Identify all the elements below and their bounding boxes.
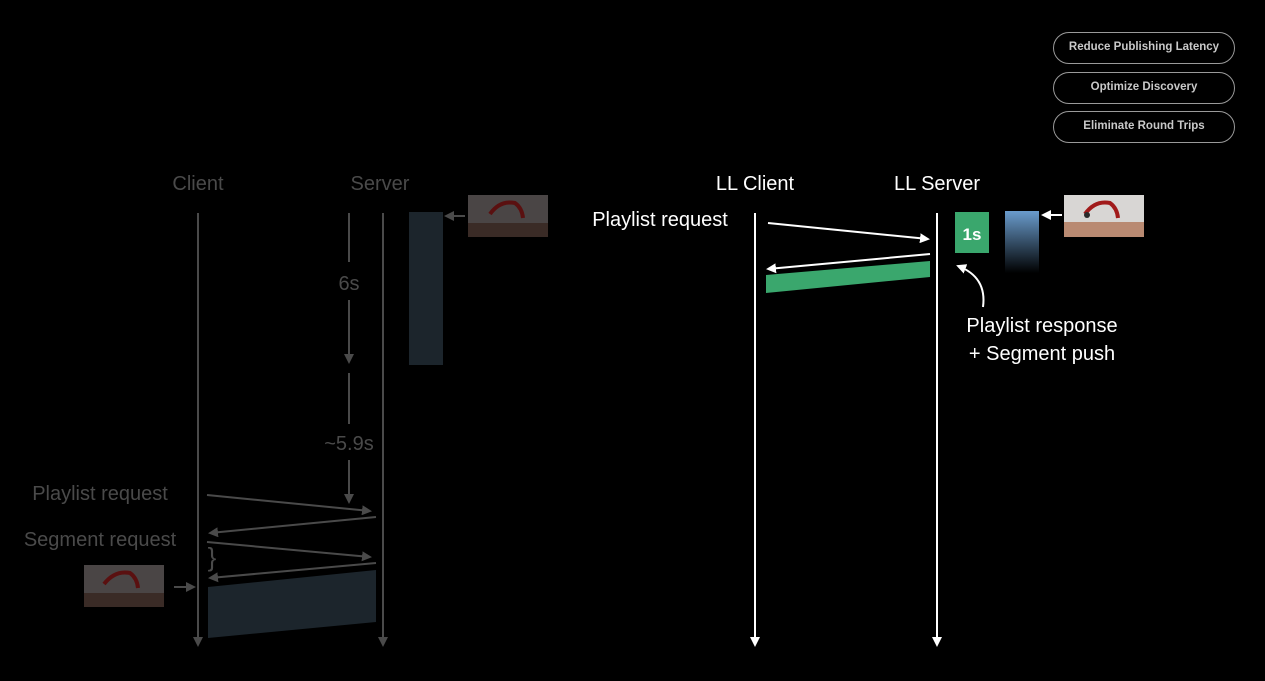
server-label: Server (351, 173, 410, 195)
playlist-response-label: Playlist response (966, 315, 1117, 337)
ll-playlist-request-label: Playlist request (592, 209, 728, 231)
legacy-diagram: Client Server 6s ~5.9s Playlist request … (24, 173, 548, 647)
response-callout-arrow (956, 264, 985, 308)
video-thumbnail-client (84, 565, 164, 607)
segment-push-label: + Segment push (969, 343, 1115, 365)
reduce-publishing-latency-pill: Reduce Publishing Latency (1053, 32, 1235, 64)
part-duration-label: 1s (963, 225, 982, 244)
segment-request-arrow (206, 541, 372, 562)
ll-segment-block (1005, 211, 1039, 273)
playlist-response-arrow (208, 516, 377, 538)
segment-response-arrow (208, 562, 377, 583)
ll-segment-push-band (766, 261, 930, 293)
ll-playlist-request-arrow (767, 222, 930, 244)
interval-1-label: 6s (338, 273, 359, 295)
ll-video-thumbnail (1064, 195, 1144, 237)
playlist-request-arrow (206, 494, 372, 516)
video-thumbnail-server (468, 195, 548, 237)
part-duration-block (955, 212, 989, 253)
segment-block (409, 212, 443, 365)
ll-server-label: LL Server (894, 173, 980, 195)
ll-playlist-response-arrow (766, 253, 931, 274)
segment-download-band (208, 570, 376, 638)
client-label: Client (172, 173, 224, 195)
interval-2-label: ~5.9s (324, 433, 373, 455)
low-latency-diagram: LL Client LL Server Playlist request 1s … (592, 173, 1144, 647)
ll-client-label: LL Client (716, 173, 795, 195)
eliminate-round-trips-pill: Eliminate Round Trips (1053, 111, 1235, 143)
round-trip-brace: } (208, 542, 217, 572)
optimize-discovery-pill: Optimize Discovery (1053, 72, 1235, 104)
segment-request-label: Segment request (24, 529, 177, 551)
playlist-request-label: Playlist request (32, 483, 168, 505)
